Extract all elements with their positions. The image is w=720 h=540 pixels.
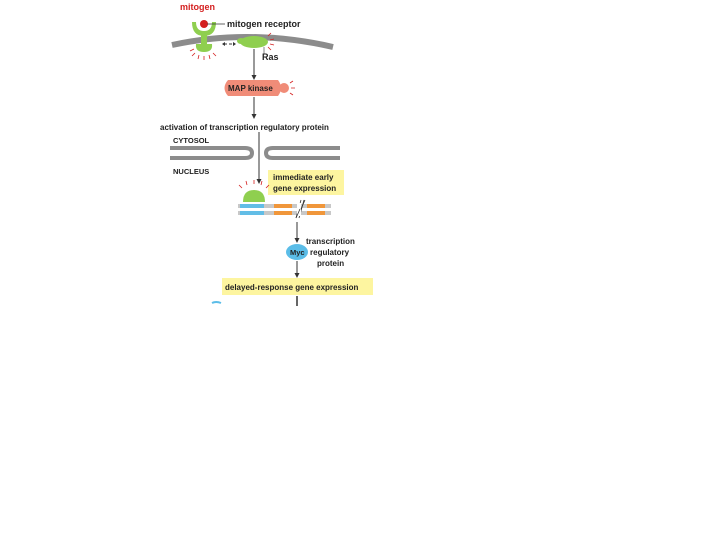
ras-protein-tip: [237, 38, 245, 44]
immediate-early-line2: gene expression: [273, 184, 336, 193]
map-kinase-label: MAP kinase: [228, 84, 273, 93]
activation-label: activation of transcription regulatory p…: [160, 123, 329, 132]
cytosol-label: CYTOSOL: [173, 136, 210, 145]
mitogen-label: mitogen: [180, 2, 215, 12]
immediate-early-line1: immediate early: [273, 173, 334, 182]
regulatory-protein-activation-marks: [239, 180, 269, 188]
nuclear-envelope-left: [170, 148, 252, 158]
mitogen-receptor-label: mitogen receptor: [227, 19, 301, 29]
blue-mark: [212, 302, 221, 303]
nuclear-envelope-right: [266, 148, 340, 158]
mitogen-receptor-intracellular: [196, 44, 212, 52]
activated-regulatory-protein: [243, 190, 265, 202]
dna-double-strand: [238, 200, 331, 218]
tf-label-line2: regulatory: [310, 248, 350, 257]
myc-label: Myc: [290, 248, 305, 257]
tf-label-line3: protein: [317, 259, 344, 268]
map-kinase-activation-marks: [290, 81, 295, 95]
delayed-response-label: delayed-response gene expression: [225, 283, 359, 292]
mitogen-ligand: [200, 20, 208, 28]
map-kinase-tip: [279, 83, 289, 93]
tf-label-line1: transcription: [306, 237, 355, 246]
ras-label: Ras: [262, 52, 279, 62]
mitogen-receptor-stem: [201, 35, 207, 45]
nucleus-label: NUCLEUS: [173, 167, 209, 176]
